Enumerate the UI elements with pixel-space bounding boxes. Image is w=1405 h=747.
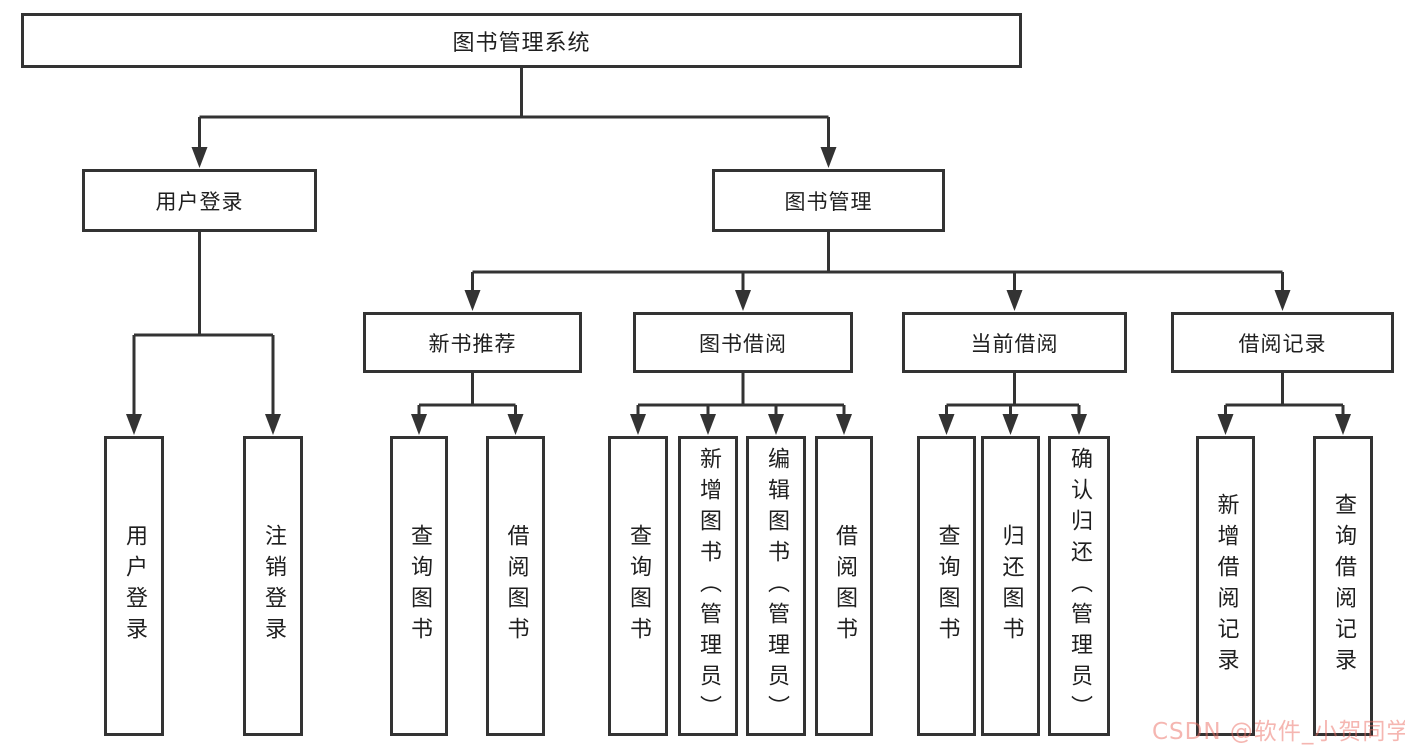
leaf-logout: 注销登录 (243, 436, 303, 736)
node-root: 图书管理系统 (21, 13, 1022, 68)
arrowhead-icons (126, 147, 1351, 435)
node-user-login-branch-label: 用户登录 (155, 189, 244, 214)
leaf-bb-query-book: 查询图书 (608, 436, 668, 736)
leaf-rec-borrow-book: 借阅图书 (486, 436, 545, 736)
leaf-cb-confirm-return: 确认归还（管理员） (1048, 436, 1110, 736)
node-borrow-record: 借阅记录 (1171, 312, 1394, 373)
node-borrow-record-label: 借阅记录 (1238, 331, 1327, 356)
leaf-rec-query-book: 查询图书 (390, 436, 448, 736)
leaf-bb-borrow-book-label: 借阅图书 (832, 524, 857, 648)
leaf-bb-edit-book-label: 编辑图书（管理员） (764, 446, 789, 726)
node-book-borrow: 图书借阅 (633, 312, 853, 373)
leaf-br-query-record: 查询借阅记录 (1313, 436, 1373, 736)
leaf-rec-borrow-book-label: 借阅图书 (503, 524, 529, 648)
node-root-label: 图书管理系统 (452, 30, 591, 56)
leaf-bb-add-book: 新增图书（管理员） (678, 436, 738, 736)
leaf-br-query-record-label: 查询借阅记录 (1331, 493, 1356, 679)
node-book-borrow-label: 图书借阅 (699, 331, 787, 356)
leaf-cb-confirm-return-label: 确认归还（管理员） (1067, 446, 1092, 726)
node-user-login-branch: 用户登录 (82, 169, 317, 232)
node-current-borrow-label: 当前借阅 (970, 331, 1059, 356)
leaf-bb-add-book-label: 新增图书（管理员） (696, 446, 721, 726)
leaf-logout-label: 注销登录 (261, 524, 286, 648)
leaf-user-login: 用户登录 (104, 436, 164, 736)
leaf-bb-query-book-label: 查询图书 (626, 524, 651, 648)
leaf-user-login-label: 用户登录 (122, 524, 147, 648)
node-new-book-rec: 新书推荐 (363, 312, 582, 373)
node-book-mgmt-branch: 图书管理 (712, 169, 945, 232)
leaf-cb-return-book-label: 归还图书 (998, 524, 1024, 648)
leaf-cb-query-book: 查询图书 (917, 436, 976, 736)
node-current-borrow: 当前借阅 (902, 312, 1127, 373)
leaf-br-add-record-label: 新增借阅记录 (1213, 493, 1239, 679)
leaf-rec-query-book-label: 查询图书 (407, 524, 432, 648)
leaf-bb-edit-book: 编辑图书（管理员） (746, 436, 806, 736)
leaf-bb-borrow-book: 借阅图书 (815, 436, 873, 736)
node-new-book-rec-label: 新书推荐 (428, 331, 517, 356)
connector-paths (132, 68, 1345, 418)
leaf-cb-query-book-label: 查询图书 (934, 524, 960, 648)
leaf-cb-return-book: 归还图书 (981, 436, 1040, 736)
node-book-mgmt-branch-label: 图书管理 (784, 189, 873, 214)
leaf-br-add-record: 新增借阅记录 (1196, 436, 1255, 736)
csdn-watermark: CSDN @软件_小贺同学 (1152, 719, 1405, 745)
